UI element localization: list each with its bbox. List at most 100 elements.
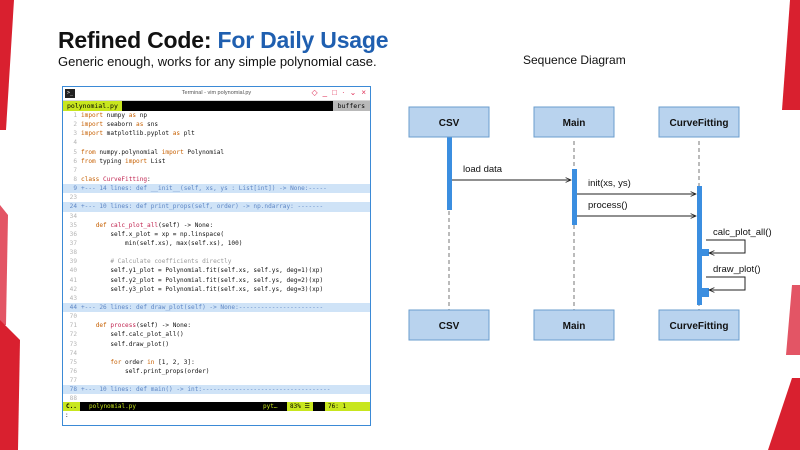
buffers-label[interactable]: buffers [332,101,370,111]
line-text: self.x_plot = xp = np.linspace( [81,230,225,238]
code-line[interactable]: 42 self.y3_plot = Polynomial.fit(self.xs… [63,285,370,294]
left-top-decoration [0,0,22,130]
minimize-icon[interactable]: _ [322,88,328,97]
line-number: 72 [69,331,77,339]
line-number: 38 [69,249,77,257]
slide-title-accent: For Daily Usage [217,27,389,53]
actor-label-main-top: Main [563,118,586,129]
line-number: 77 [69,377,77,385]
status-percent: 83% ☰ [287,402,313,411]
line-text: self.y3_plot = Polynomial.fit(self.xs, s… [81,285,324,293]
line-number: 75 [69,358,77,366]
code-line[interactable]: 39 # Calculate coefficients directly [63,257,370,266]
tab-polynomial-py[interactable]: polynomial.py [63,101,122,111]
self-message-arrow [706,276,746,290]
message-label: calc_plot_all() [713,227,772,238]
code-line[interactable]: 43 [63,294,370,303]
code-line[interactable]: 75 for order in [1, 2, 3]: [63,358,370,367]
slide-title: Refined Code: For Daily Usage [58,27,389,54]
line-number: 8 [73,175,77,183]
line-text: import numpy as np [81,112,148,119]
chevron-down-icon[interactable]: ⌄ [349,88,357,97]
code-line[interactable]: 2 import seaborn as sns [63,120,370,129]
maximize-icon[interactable]: □ [332,88,337,97]
line-text: min(self.xs), max(self.xs), 100) [81,239,243,247]
right-top-decoration [782,0,800,110]
line-text: import seaborn as sns [81,121,159,129]
line-text: class CurveFitting: [81,175,151,183]
actor-box-main-top [533,106,615,138]
line-text: from typing import List [81,157,166,165]
code-line[interactable]: 88 [63,394,370,403]
code-line[interactable]: 4 [63,138,370,147]
message-label: draw_plot() [713,264,761,275]
line-number: 88 [69,395,77,403]
line-number: 70 [69,313,77,321]
code-line[interactable]: 23 [63,193,370,202]
line-number: 37 [69,239,77,247]
line-text: +--- 10 lines: def main() -> int:-------… [81,386,331,394]
line-number: 78 [69,386,77,394]
activation-csv [447,136,452,210]
line-number: 9 [73,185,77,193]
code-line[interactable]: 8 class CurveFitting: [63,175,370,184]
line-number: 5 [73,148,77,156]
line-text: self.calc_plot_all() [81,331,184,339]
window-controls: ◇ _ □ · ⌄ × [312,88,367,97]
terminal-window-title: Terminal - vim polynomial.py [181,90,252,96]
actor-box-curvefitting-bottom [658,309,740,341]
code-line[interactable]: 34 [63,212,370,221]
line-number: 74 [69,349,77,357]
code-line[interactable]: 76 self.print_props(order) [63,367,370,376]
activation-curvefitting [697,186,702,305]
vim-statusline: C.. polynomial.py pyt… 83% ☰ 76: 1 [63,402,370,411]
close-icon[interactable]: × [361,88,366,97]
line-number: 2 [73,121,77,129]
activation-draw-plot [702,288,709,297]
fold-line[interactable]: 44+--- 26 lines: def draw_plot(self) -> … [63,302,370,313]
terminal-window: >_ Terminal - vim polynomial.py ◇ _ □ · … [62,86,371,426]
actor-label-csv-bottom: CSV [439,321,460,332]
actor-box-main-bottom [533,309,615,341]
terminal-prompt-icon: >_ [65,89,75,98]
code-line[interactable]: 74 [63,349,370,358]
code-line[interactable]: 35 def calc_plot_all(self) -> None: [63,221,370,230]
actor-box-curvefitting-top [658,106,740,138]
code-line[interactable]: 40 self.y1_plot = Polynomial.fit(self.xs… [63,266,370,275]
terminal-titlebar: >_ Terminal - vim polynomial.py ◇ _ □ · … [63,87,370,101]
code-line[interactable]: 37 min(self.xs), max(self.xs), 100) [63,239,370,248]
activation-calc-plot-all [702,249,709,256]
code-line[interactable]: 41 self.y2_plot = Polynomial.fit(self.xs… [63,276,370,285]
code-line[interactable]: 73 self.draw_plot() [63,340,370,349]
right-bottom-decoration [768,378,800,450]
vim-tabline: polynomial.py buffers [63,101,370,111]
vim-command-line[interactable]: : [65,412,69,419]
code-line[interactable]: 38 [63,248,370,257]
status-filetype: pyt… [263,403,278,410]
activation-main [572,169,577,225]
line-number: 36 [69,230,77,238]
code-line[interactable]: 72 self.calc_plot_all() [63,330,370,339]
message-label: init(xs, ys) [588,178,631,189]
actor-box-csv-top [408,106,490,138]
fold-line[interactable]: 24+--- 10 lines: def print_props(self, o… [63,202,370,212]
line-number: 23 [69,194,77,202]
code-line[interactable]: 71 def process(self) -> None: [63,321,370,330]
actor-box-csv-bottom [408,309,490,341]
dot-icon[interactable]: · [341,88,345,97]
fold-line[interactable]: 78 +--- 10 lines: def main() -> int:-----… [63,385,370,395]
line-number: 71 [69,322,77,330]
code-line[interactable]: 7 [63,166,370,175]
code-line[interactable]: 70 [63,312,370,321]
line-number: 4 [73,139,77,147]
fold-line[interactable]: 9+--- 14 lines: def __init__(self, xs, y… [63,184,370,194]
code-line[interactable]: 77 [63,376,370,385]
diamond-icon[interactable]: ◇ [311,88,318,97]
code-line[interactable]: 36 self.x_plot = xp = np.linspace( [63,230,370,239]
